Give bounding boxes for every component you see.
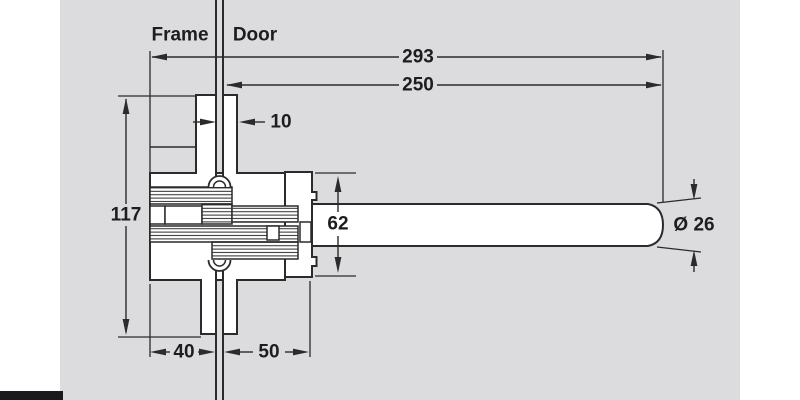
arrowhead-up <box>690 250 698 266</box>
bottom-left-dark-bar <box>0 391 63 400</box>
dim-label-293: 293 <box>402 47 434 68</box>
arrowhead-up <box>334 176 342 192</box>
hinge-body <box>149 94 665 335</box>
dim-label-40: 40 <box>173 342 194 363</box>
dim-label-250: 250 <box>402 75 434 96</box>
adjuster-block-small <box>149 205 166 225</box>
dim-label-10: 10 <box>270 112 291 133</box>
spring-strip-upper <box>149 186 233 205</box>
dimension-frame-side-width: 40 <box>149 284 215 363</box>
frame-tab-bottom <box>200 279 217 335</box>
arrowhead-left <box>239 118 255 126</box>
door-tab-top <box>222 94 238 174</box>
dimension-door-leaf-offset: 10 <box>193 112 292 133</box>
arrowhead-down <box>334 257 342 273</box>
internal-mechanism <box>149 175 299 272</box>
dimension-body-height: 62 <box>315 172 356 277</box>
arrowhead-left <box>150 348 166 356</box>
dimension-door-face-to-rod-end: 250 <box>226 75 662 96</box>
arrowhead-right <box>200 118 216 126</box>
frame-door-gap-lines <box>215 0 224 400</box>
arrowhead-right <box>646 53 662 61</box>
spring-strip-lower <box>211 241 299 260</box>
adjuster-block-large <box>164 205 203 225</box>
arrowhead-down <box>690 184 698 200</box>
clamp-socket-detail <box>299 221 312 243</box>
arrowhead-left <box>151 53 167 61</box>
arrowhead-right <box>646 81 662 89</box>
arrowhead-right <box>199 348 215 356</box>
dimension-door-side-width: 50 <box>224 281 311 363</box>
pivot-dome-bottom-inner <box>212 259 227 267</box>
door-zone-label: Door <box>233 25 278 46</box>
arrowhead-down <box>122 319 130 335</box>
arrowhead-left <box>224 348 240 356</box>
spindle-shaft <box>231 205 299 223</box>
dimension-overall-length: 293 <box>151 47 662 68</box>
dim-label-117: 117 <box>111 205 142 226</box>
arrowhead-up <box>122 98 130 114</box>
pivot-dome-top-inner <box>212 180 227 188</box>
dim-label-dia-26: Ø 26 <box>673 215 714 236</box>
door-tab-bottom <box>222 279 238 335</box>
arrowhead-right <box>293 348 309 356</box>
dim-label-50: 50 <box>258 342 279 363</box>
arrowhead-left <box>226 81 242 89</box>
extension-lines <box>149 50 664 202</box>
dimension-overall-height: 117 <box>111 95 201 338</box>
frame-tab-top <box>195 94 217 174</box>
spindle-segment <box>201 203 233 225</box>
pivot-rod <box>311 203 665 247</box>
set-screw <box>266 225 280 241</box>
dim-label-62: 62 <box>327 214 348 235</box>
frame-zone-label: Frame <box>151 25 208 46</box>
dimension-rod-diameter: Ø 26 <box>656 179 715 272</box>
